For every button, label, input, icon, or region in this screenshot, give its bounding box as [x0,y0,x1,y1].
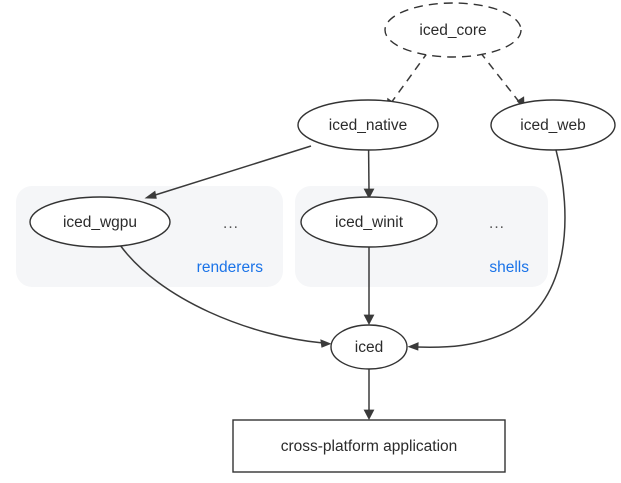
node-iced-winit[interactable]: iced_winit [300,196,438,248]
node-iced-ellipse[interactable] [330,324,408,370]
edge-iced-web-to-iced-arrowhead [407,342,419,351]
edge-iced-native-to-iced-wgpu [144,145,312,199]
edge-iced-web-to-iced [407,149,566,351]
node-iced-web-ellipse[interactable] [490,99,616,151]
node-iced-native-label: iced_native [329,117,407,134]
edge-iced-winit-to-iced [363,247,375,325]
node-iced-wgpu-label: iced_wgpu [63,214,137,231]
node-iced-wgpu[interactable]: iced_wgpu [29,196,171,248]
edge-iced-wgpu-to-iced-arrowhead [320,339,332,348]
node-iced-web[interactable]: iced_web [490,99,616,151]
edge-iced-native-to-iced-wgpu-line [151,145,312,197]
edge-iced-web-to-iced-line [415,149,566,349]
node-iced-core[interactable]: iced_core [384,2,522,58]
edge-iced-wgpu-to-iced-line [119,244,324,344]
cluster-shells-label: shells [489,259,529,276]
cluster-renderers-label: renderers [197,259,264,276]
node-cross-platform-application-rect[interactable] [232,419,506,473]
node-iced-web-label: iced_web [520,117,586,134]
node-cross-platform-application[interactable]: cross-platform application [232,419,506,473]
edge-iced-winit-to-iced-arrowhead [363,314,375,325]
node-iced-core-ellipse[interactable] [384,2,522,58]
edge-iced-core-to-iced-native-line [390,51,429,104]
edge-iced-core-to-iced-native [387,51,429,110]
edge-iced-native-to-iced-winit [363,149,375,199]
node-iced-native[interactable]: iced_native [297,99,439,151]
edge-iced-core-to-iced-web-line [479,51,521,104]
edge-iced-native-to-iced-winit-arrowhead [363,188,375,199]
edge-iced-to-application [363,369,375,420]
node-iced-wgpu-ellipse[interactable] [29,196,171,248]
node-iced-winit-ellipse[interactable] [300,196,438,248]
node-cross-platform-application-label: cross-platform application [281,438,458,455]
edge-iced-native-to-iced-wgpu-arrowhead [144,190,157,199]
node-iced-winit-label: iced_winit [335,214,404,231]
edge-iced-core-to-iced-web [479,51,525,110]
cluster-shells-ellipsis: ... [489,215,505,232]
edge-iced-to-application-arrowhead [363,409,375,420]
node-iced-core-label: iced_core [419,22,486,39]
edge-iced-wgpu-to-iced [119,244,332,348]
cluster-renderers-ellipsis: ... [223,215,239,232]
node-iced-native-ellipse[interactable] [297,99,439,151]
node-iced-label: iced [355,339,383,356]
node-iced[interactable]: iced [330,324,408,370]
